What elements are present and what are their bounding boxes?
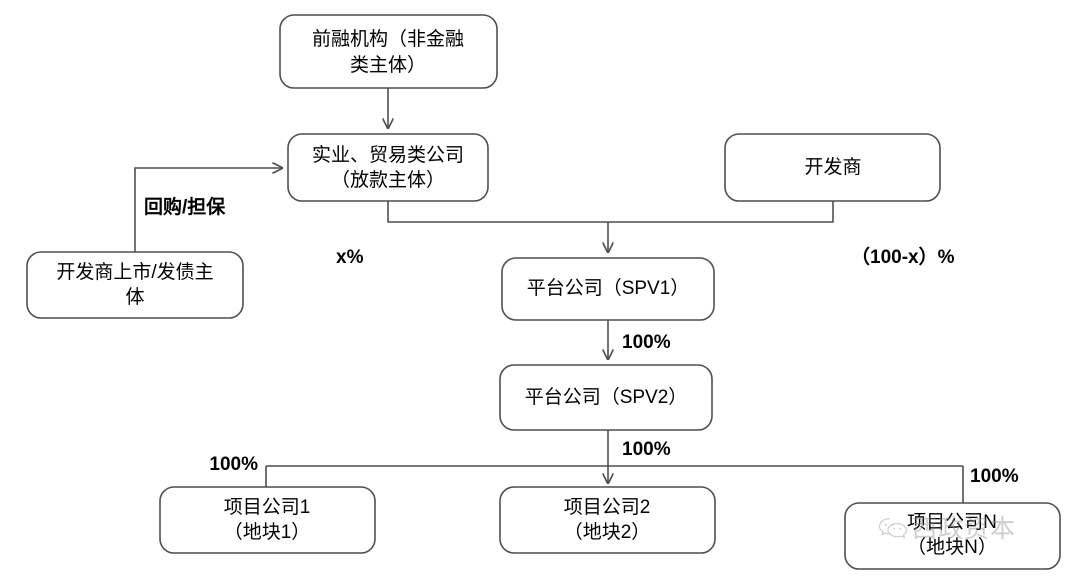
- edge-developer-listed-to-industrial: [134, 168, 282, 252]
- node-spv1[interactable]: 平台公司（SPV1）: [501, 257, 715, 321]
- node-developer-listed-label-line1: 开发商上市/发债主: [56, 261, 213, 283]
- node-spv2[interactable]: 平台公司（SPV2）: [499, 364, 713, 431]
- node-spv2-box: [499, 364, 713, 431]
- node-project-company-1-label-line2: （地块1）: [224, 521, 311, 543]
- edge-industrial-to-spv1-junction: [387, 201, 608, 223]
- node-developer-label: 开发商: [804, 156, 861, 178]
- edge-label-spv1-to-spv2: 100%: [622, 332, 671, 353]
- node-project-company-n-label-line1: 项目公司N: [907, 512, 997, 533]
- node-project-company-n[interactable]: 项目公司N （地块N）: [844, 502, 1061, 570]
- node-developer-listed[interactable]: 开发商上市/发债主 体: [26, 251, 244, 319]
- edge-label-repurchase-guarantee: 回购/担保: [144, 195, 226, 218]
- node-project-company-2-box: [499, 486, 716, 554]
- node-industrial-trading-label-line2: （放款主体）: [331, 169, 445, 191]
- node-project-company-1[interactable]: 项目公司1 （地块1）: [159, 486, 376, 554]
- node-developer-box: [724, 133, 941, 202]
- node-front-financing-label-line2: 类主体）: [350, 54, 426, 76]
- node-industrial-trading-box: [287, 133, 489, 202]
- node-project-company-1-box: [159, 486, 376, 554]
- node-industrial-trading[interactable]: 实业、贸易类公司 （放款主体）: [287, 133, 489, 202]
- node-industrial-trading-label-line1: 实业、贸易类公司: [312, 144, 464, 166]
- node-project-company-1-label-line1: 项目公司1: [224, 497, 311, 518]
- edge-label-hundred-minus-x-percent: （100-x）%: [851, 245, 955, 268]
- edge-developer-to-spv1-junction: [608, 201, 834, 223]
- edge-label-spv2-to-projectn: 100%: [970, 466, 1019, 487]
- node-project-company-n-box: [844, 502, 1061, 570]
- node-front-financing-label-line1: 前融机构（非金融: [312, 28, 464, 50]
- edge-label-x-percent: x%: [336, 247, 364, 268]
- node-project-company-n-label-line2: （地块N）: [907, 536, 997, 558]
- node-project-company-2-label-line2: （地块2）: [564, 521, 651, 543]
- node-project-company-2[interactable]: 项目公司2 （地块2）: [499, 486, 716, 554]
- node-front-financing-box: [279, 14, 498, 89]
- node-spv1-box: [501, 257, 715, 321]
- node-developer[interactable]: 开发商: [724, 133, 941, 202]
- node-spv2-label: 平台公司（SPV2）: [525, 386, 688, 408]
- edge-label-spv2-to-project1: 100%: [209, 454, 258, 475]
- node-spv1-label: 平台公司（SPV1）: [527, 277, 690, 299]
- node-front-financing[interactable]: 前融机构（非金融 类主体）: [279, 14, 498, 89]
- node-developer-listed-box: [26, 251, 244, 319]
- node-developer-listed-label-line2: 体: [125, 286, 144, 308]
- edge-label-spv2-to-projects: 100%: [622, 439, 671, 460]
- node-project-company-2-label-line1: 项目公司2: [564, 497, 651, 518]
